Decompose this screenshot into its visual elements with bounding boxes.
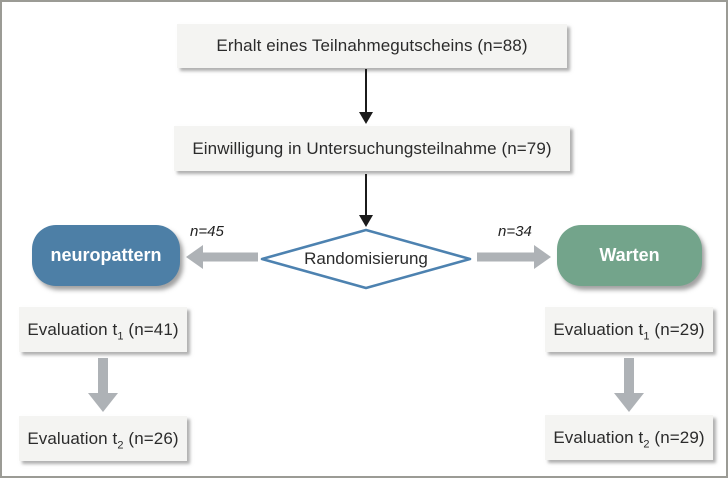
arm-neuropattern-label: neuropattern — [50, 245, 162, 265]
box-right-eval-t1: Evaluation t1 (n=29) — [545, 307, 713, 352]
randomization-diamond: Randomisierung — [259, 227, 473, 291]
randomization-label: Randomisierung — [304, 249, 428, 268]
arrow-right-icon — [477, 245, 551, 269]
arrow-left-icon — [186, 245, 258, 269]
arrow-head — [186, 245, 203, 269]
box-left-eval-t2: Evaluation t2 (n=26) — [19, 416, 187, 461]
arm-warten: Warten — [557, 225, 702, 286]
box-consent-label: Einwilligung in Untersuchungsteilnahme (… — [192, 138, 552, 158]
arrow-body — [477, 252, 536, 262]
arrow-body — [98, 358, 108, 395]
box-left-eval-t1-label: Evaluation t1 (n=41) — [27, 319, 179, 342]
box-right-eval-t2-label: Evaluation t2 (n=29) — [553, 427, 705, 450]
arm-warten-label: Warten — [599, 245, 660, 265]
arrow-head — [614, 393, 644, 412]
arrow-body — [201, 252, 258, 262]
box-voucher-received: Erhalt eines Teilnahmegutscheins (n=88) — [177, 24, 567, 68]
box-left-eval-t2-label: Evaluation t2 (n=26) — [27, 428, 179, 451]
left-allocation-count: n=45 — [190, 223, 224, 240]
arrow-line — [365, 69, 367, 113]
box-voucher-received-label: Erhalt eines Teilnahmegutscheins (n=88) — [216, 36, 528, 55]
box-left-eval-t1: Evaluation t1 (n=41) — [19, 307, 187, 352]
box-right-eval-t1-label: Evaluation t1 (n=29) — [553, 319, 705, 342]
arm-neuropattern: neuropattern — [32, 225, 180, 286]
arrow-head — [359, 215, 373, 227]
arrow-down-icon — [358, 69, 374, 124]
arrow-head — [534, 245, 551, 269]
box-right-eval-t2: Evaluation t2 (n=29) — [545, 415, 713, 460]
arrow-down-icon — [358, 174, 374, 227]
arrow-head — [359, 112, 373, 124]
right-allocation-count: n=34 — [498, 223, 532, 240]
arrow-line — [365, 174, 367, 216]
arrow-down-icon — [88, 358, 118, 412]
arrow-down-icon — [614, 358, 644, 412]
diamond-shape-icon — [260, 228, 472, 290]
arrow-body — [624, 358, 634, 395]
box-consent: Einwilligung in Untersuchungsteilnahme (… — [174, 126, 570, 171]
arrow-head — [88, 393, 118, 412]
